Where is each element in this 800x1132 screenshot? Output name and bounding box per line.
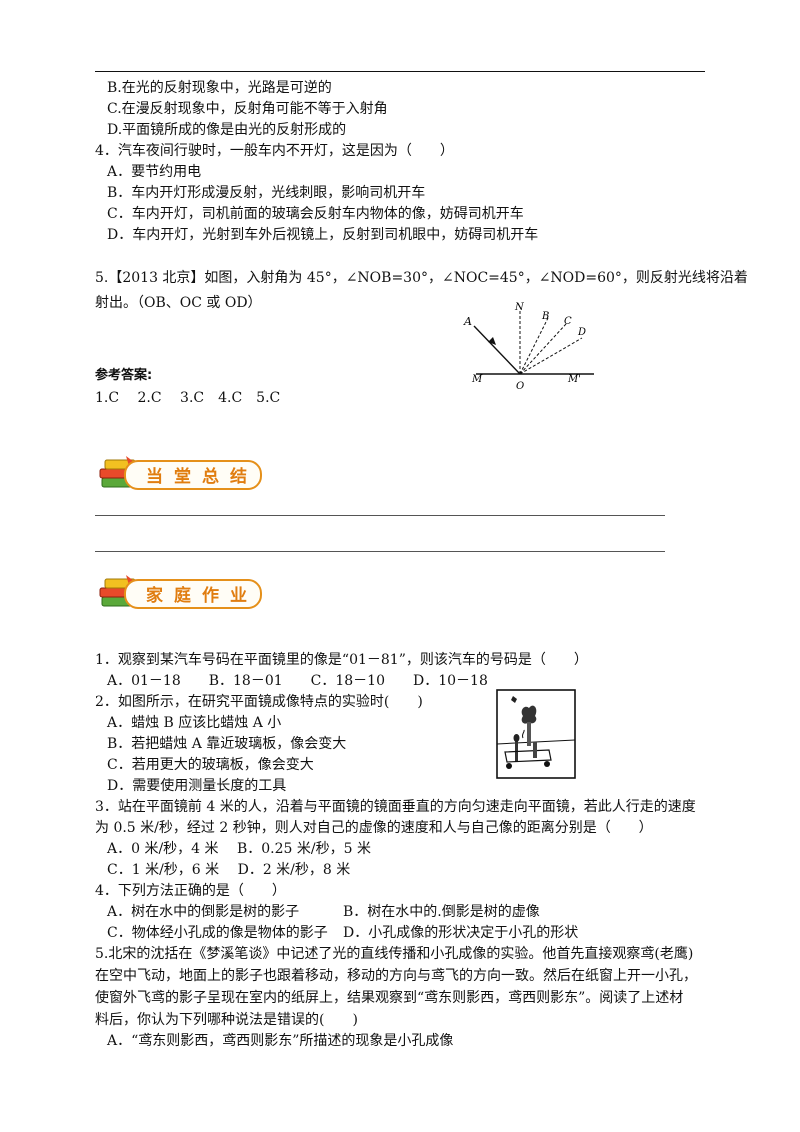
hw-q2-option-c: C．若用更大的玻璃板，像会变大: [107, 757, 314, 773]
hw-q5-line1: 5.北宋的沈括在《梦溪笔谈》中记述了光的直线传播和小孔成像的实验。他首先直接观察…: [95, 946, 694, 962]
hw-q4-option-c: C．物体经小孔成的像是物体的影子: [107, 925, 328, 941]
summary-blank-line-1[interactable]: [95, 515, 665, 516]
hw-q5-line4: 料后，你认为下列哪种说法是错误的( ): [95, 1012, 358, 1028]
q4-option-c: C．车内开灯，司机前面的玻璃会反射车内物体的像，妨碍司机开车: [107, 206, 524, 222]
hw-q3-options-row2: C．1 米/秒，6 米 D．2 米/秒，8 米: [107, 862, 351, 878]
hw-q4-stem: 4．下列方法正确的是（ ）: [95, 883, 286, 899]
section-summary-title: 当堂总结: [146, 467, 258, 487]
hw-q5-line2: 在空中飞动，地面上的影子也跟着移动，移动的方向与鸢飞的方向一致。然后在纸窗上开一…: [95, 968, 697, 984]
hw-q5-line3: 使窗外飞鸢的影子呈现在室内的纸屏上，结果观察到“鸢东则影西，鸢西则影东”。阅读了…: [95, 990, 684, 1006]
q3-option-b: B.在光的反射现象中，光路是可逆的: [107, 80, 332, 96]
label-b: B: [541, 311, 549, 322]
label-o: O: [516, 381, 524, 392]
answers-title: 参考答案:: [95, 368, 153, 383]
hw-q2-option-d: D．需要使用测量长度的工具: [107, 778, 287, 794]
q4-stem: 4．汽车夜间行驶时，一般车内不开灯，这是因为（ ）: [95, 143, 454, 159]
q4-option-b: B．车内开灯形成漫反射，光线刺眼，影响司机开车: [107, 185, 426, 201]
q5-stem-line2: 射出。（OB、OC 或 OD）: [95, 295, 262, 311]
hw-q1-stem: 1．观察到某汽车号码在平面镜里的像是“01－81”，则该汽车的号码是（ ）: [95, 652, 588, 668]
section-homework-title: 家庭作业: [146, 586, 258, 606]
hw-q4-option-d: D．小孔成像的形状决定于小孔的形状: [343, 925, 579, 941]
q3-option-c: C.在漫反射现象中，反射角可能不等于入射角: [107, 101, 388, 117]
label-d: D: [577, 327, 586, 338]
hw-q2-option-a: A．蜡烛 B 应该比蜡烛 A 小: [107, 715, 282, 731]
q4-option-d: D．车内开灯，光射到车外后视镜上，反射到司机眼中，妨碍司机开车: [107, 227, 539, 243]
section-homework-banner: 家庭作业: [96, 573, 266, 613]
reflection-diagram: A N B C D M O M': [463, 302, 594, 392]
hw-q2-option-b: B．若把蜡烛 A 靠近玻璃板，像会变大: [107, 736, 347, 752]
hw-q1-options: A．01－18 B．18－01 C．18－10 D．10－18: [107, 673, 488, 689]
answers-text: 1.C 2.C 3.C 4.C 5.C: [95, 390, 281, 406]
hw-q2-stem: 2．如图所示，在研究平面镜成像特点的实验时( ): [95, 694, 423, 710]
header-rule: [95, 71, 705, 72]
summary-blank-line-2[interactable]: [95, 551, 665, 552]
mirror-experiment-figure: [496, 689, 576, 779]
q3-option-d: D.平面镜所成的像是由光的反射形成的: [107, 122, 347, 138]
hw-q5-option-a: A．“鸢东则影西，鸢西则影东”所描述的现象是小孔成像: [107, 1033, 454, 1049]
label-c: C: [564, 316, 572, 327]
section-summary-pill: [124, 460, 262, 490]
hw-q3-line2: 为 0.5 米/秒，经过 2 秒钟，则人对自己的虚像的速度和人与自己像的距离分别…: [95, 820, 653, 836]
label-a: A: [463, 315, 472, 328]
section-summary-banner: 当堂总结: [96, 454, 266, 494]
hw-q3-line1: 3．站在平面镜前 4 米的人，沿着与平面镜的镜面垂直的方向匀速走向平面镜，若此人…: [95, 799, 696, 815]
label-m: M: [471, 374, 483, 385]
label-m-prime: M': [567, 374, 581, 385]
hw-q4-option-a: A．树在水中的倒影是树的影子: [107, 904, 300, 920]
section-homework-pill: [124, 579, 262, 609]
q4-option-a: A．要节约用电: [107, 164, 202, 180]
q5-stem-line1: 5.【2013 北京】如图，入射角为 45°，∠NOB=30°，∠NOC=45°…: [95, 270, 748, 286]
label-n: N: [514, 302, 525, 313]
hw-q3-options-row1: A．0 米/秒，4 米 B．0.25 米/秒，5 米: [107, 841, 371, 857]
hw-q4-option-b: B．树在水中的.倒影是树的虚像: [343, 904, 540, 920]
